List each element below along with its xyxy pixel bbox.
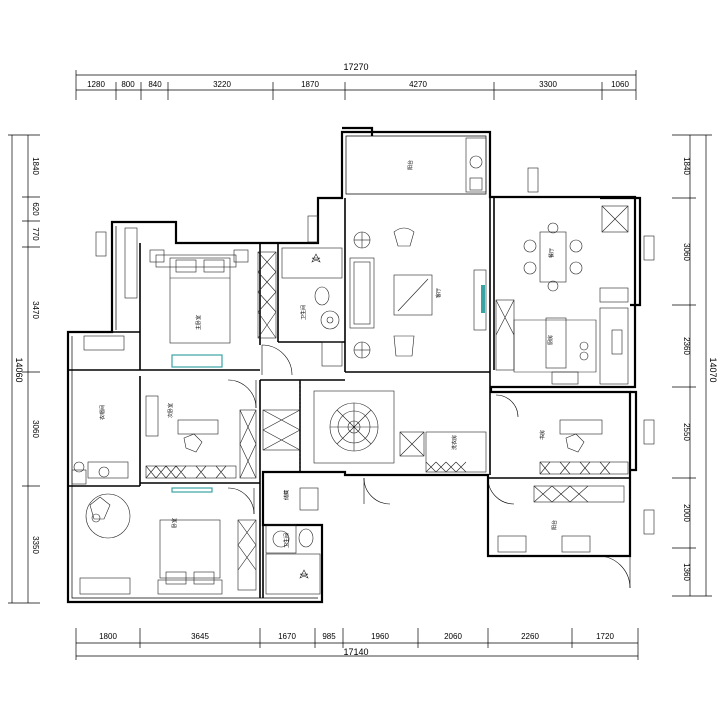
hall-cabinet (262, 380, 301, 472)
toilet2-furniture (265, 487, 321, 595)
room-label-laundry: 洗衣房 (451, 435, 458, 450)
top-dim-8: 1060 (611, 80, 629, 89)
left-dim-5: 3060 (31, 420, 40, 438)
right-dim-2: 3060 (682, 243, 691, 261)
study-furniture (497, 419, 629, 553)
left-dim-2: 620 (31, 202, 40, 216)
top-dim-3: 840 (148, 80, 162, 89)
bottom-dim-6: 2060 (444, 632, 462, 641)
right-dim-1: 1840 (682, 157, 691, 175)
bottom-dimensions: 1800 3645 1670 985 1960 2060 2260 1720 1… (75, 628, 639, 660)
interior-walls (68, 197, 630, 598)
bottom-dim-2: 3645 (191, 632, 209, 641)
balcony-rail-marks (95, 167, 655, 535)
bottom-dim-5: 1960 (371, 632, 389, 641)
left-dim-4: 3470 (31, 301, 40, 319)
left-dim-3: 770 (31, 227, 40, 241)
top-dim-7: 3300 (539, 80, 557, 89)
room-label-bedroom3: 卧室 (171, 518, 178, 528)
right-dimensions: 1840 3060 2360 2550 2000 1360 14070 (672, 134, 718, 597)
dining-room-furniture (523, 205, 629, 303)
room-label-cloak: 储藏 (283, 490, 290, 500)
top-dim-5: 1870 (301, 80, 319, 89)
top-dim-6: 4270 (409, 80, 427, 89)
bottom-dim-4: 985 (322, 632, 336, 641)
room-label-toilet1: 卫生间 (300, 305, 307, 320)
top-dim-4: 3220 (213, 80, 231, 89)
room-label-wardrobe: 衣帽间 (99, 405, 106, 420)
center-cabinets (399, 431, 487, 473)
bottom-dim-7: 2260 (521, 632, 539, 641)
room-label-toilet2: 卫生间 (283, 533, 290, 548)
bedroom3-furniture (79, 487, 257, 595)
room-label-second-bedroom: 次卧室 (167, 403, 174, 418)
top-dim-1: 1280 (87, 80, 105, 89)
outer-walls (66, 126, 642, 604)
left-dimensions: 14060 1840 620 770 3470 3060 3350 (8, 134, 40, 604)
room-label-master-bedroom: 主卧室 (195, 315, 202, 330)
left-total-dim: 14060 (14, 357, 24, 382)
room-label-dining-room: 餐厅 (548, 248, 555, 258)
balcony-furniture (465, 137, 487, 193)
top-dimensions: 17270 1280 800 840 3220 1870 4270 3300 1… (75, 62, 637, 100)
room-label-balcony2: 阳台 (551, 520, 558, 530)
foyer-medallion (313, 390, 395, 464)
right-dim-6: 1360 (682, 563, 691, 581)
living-room-furniture (349, 227, 487, 359)
kitchen-furniture (495, 299, 629, 385)
bottom-dim-1: 1800 (99, 632, 117, 641)
top-total-dim: 17270 (343, 62, 368, 72)
toilet1-furniture (281, 247, 343, 367)
right-dim-3: 2360 (682, 337, 691, 355)
left-dim-1: 1840 (31, 157, 40, 175)
right-dim-4: 2550 (682, 423, 691, 441)
bottom-dim-3: 1670 (278, 632, 296, 641)
second-bedroom-furniture (145, 395, 257, 479)
room-label-study: 书房 (539, 430, 546, 440)
room-label-living-room: 客厅 (435, 288, 442, 298)
doors (227, 344, 631, 589)
left-dim-6: 3350 (31, 536, 40, 554)
room-label-balcony: 阳台 (407, 160, 414, 170)
bottom-dim-8: 1720 (596, 632, 614, 641)
top-dim-2: 800 (121, 80, 135, 89)
bottom-total-dim: 17140 (343, 647, 368, 657)
wardrobe-left-furniture (71, 335, 129, 485)
right-dim-5: 2000 (682, 504, 691, 522)
right-total-dim: 14070 (708, 357, 718, 382)
room-label-kitchen: 厨房 (547, 335, 554, 345)
master-bedroom-furniture (124, 227, 277, 368)
